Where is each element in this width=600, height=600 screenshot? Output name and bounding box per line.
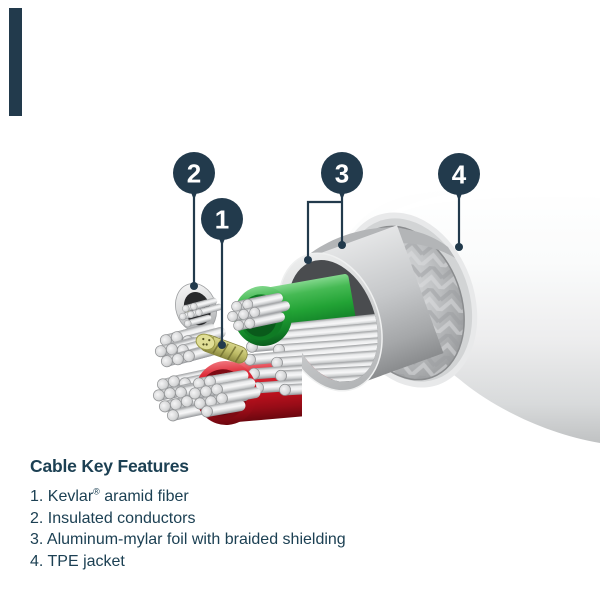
legend-item-3: 3. Aluminum-mylar foil with braided shie… <box>30 531 346 549</box>
brand-corner-bar <box>9 8 22 116</box>
dot-foil <box>304 256 312 264</box>
callout-3: 3 <box>321 152 363 200</box>
callout-2-number: 2 <box>187 159 201 189</box>
insulated-conductor-ring <box>175 283 224 333</box>
callout-4: 4 <box>438 153 480 201</box>
kevlar-fiber-bundle <box>195 333 248 364</box>
callout-1: 1 <box>201 198 243 246</box>
legend: Cable Key Features 1. Kevlar® aramid fib… <box>30 456 346 572</box>
registered-trademark-symbol: ® <box>93 486 100 497</box>
dot-insulated-conductor <box>190 282 198 290</box>
legend-items: 1. Kevlar® aramid fiber 2. Insulated con… <box>30 486 346 572</box>
legend-item-1: 1. Kevlar® aramid fiber <box>30 486 189 505</box>
legend-title: Cable Key Features <box>30 456 189 476</box>
callout-balloons: 2 1 3 4 <box>173 152 480 246</box>
callout-3-number: 3 <box>335 159 349 189</box>
legend-item-2: 2. Insulated conductors <box>30 509 196 527</box>
callout-dots <box>190 241 463 349</box>
dot-kevlar <box>218 341 226 349</box>
callout-4-number: 4 <box>452 160 467 190</box>
dot-braid <box>338 241 346 249</box>
green-conductor <box>226 286 293 346</box>
leader-line-3 <box>306 193 344 258</box>
legend-item-4: 4. TPE jacket <box>30 552 125 570</box>
callout-1-number: 1 <box>215 205 229 235</box>
dot-jacket <box>455 243 463 251</box>
red-conductor <box>188 361 262 425</box>
callout-leader-lines <box>192 193 461 343</box>
callout-2: 2 <box>173 152 215 200</box>
